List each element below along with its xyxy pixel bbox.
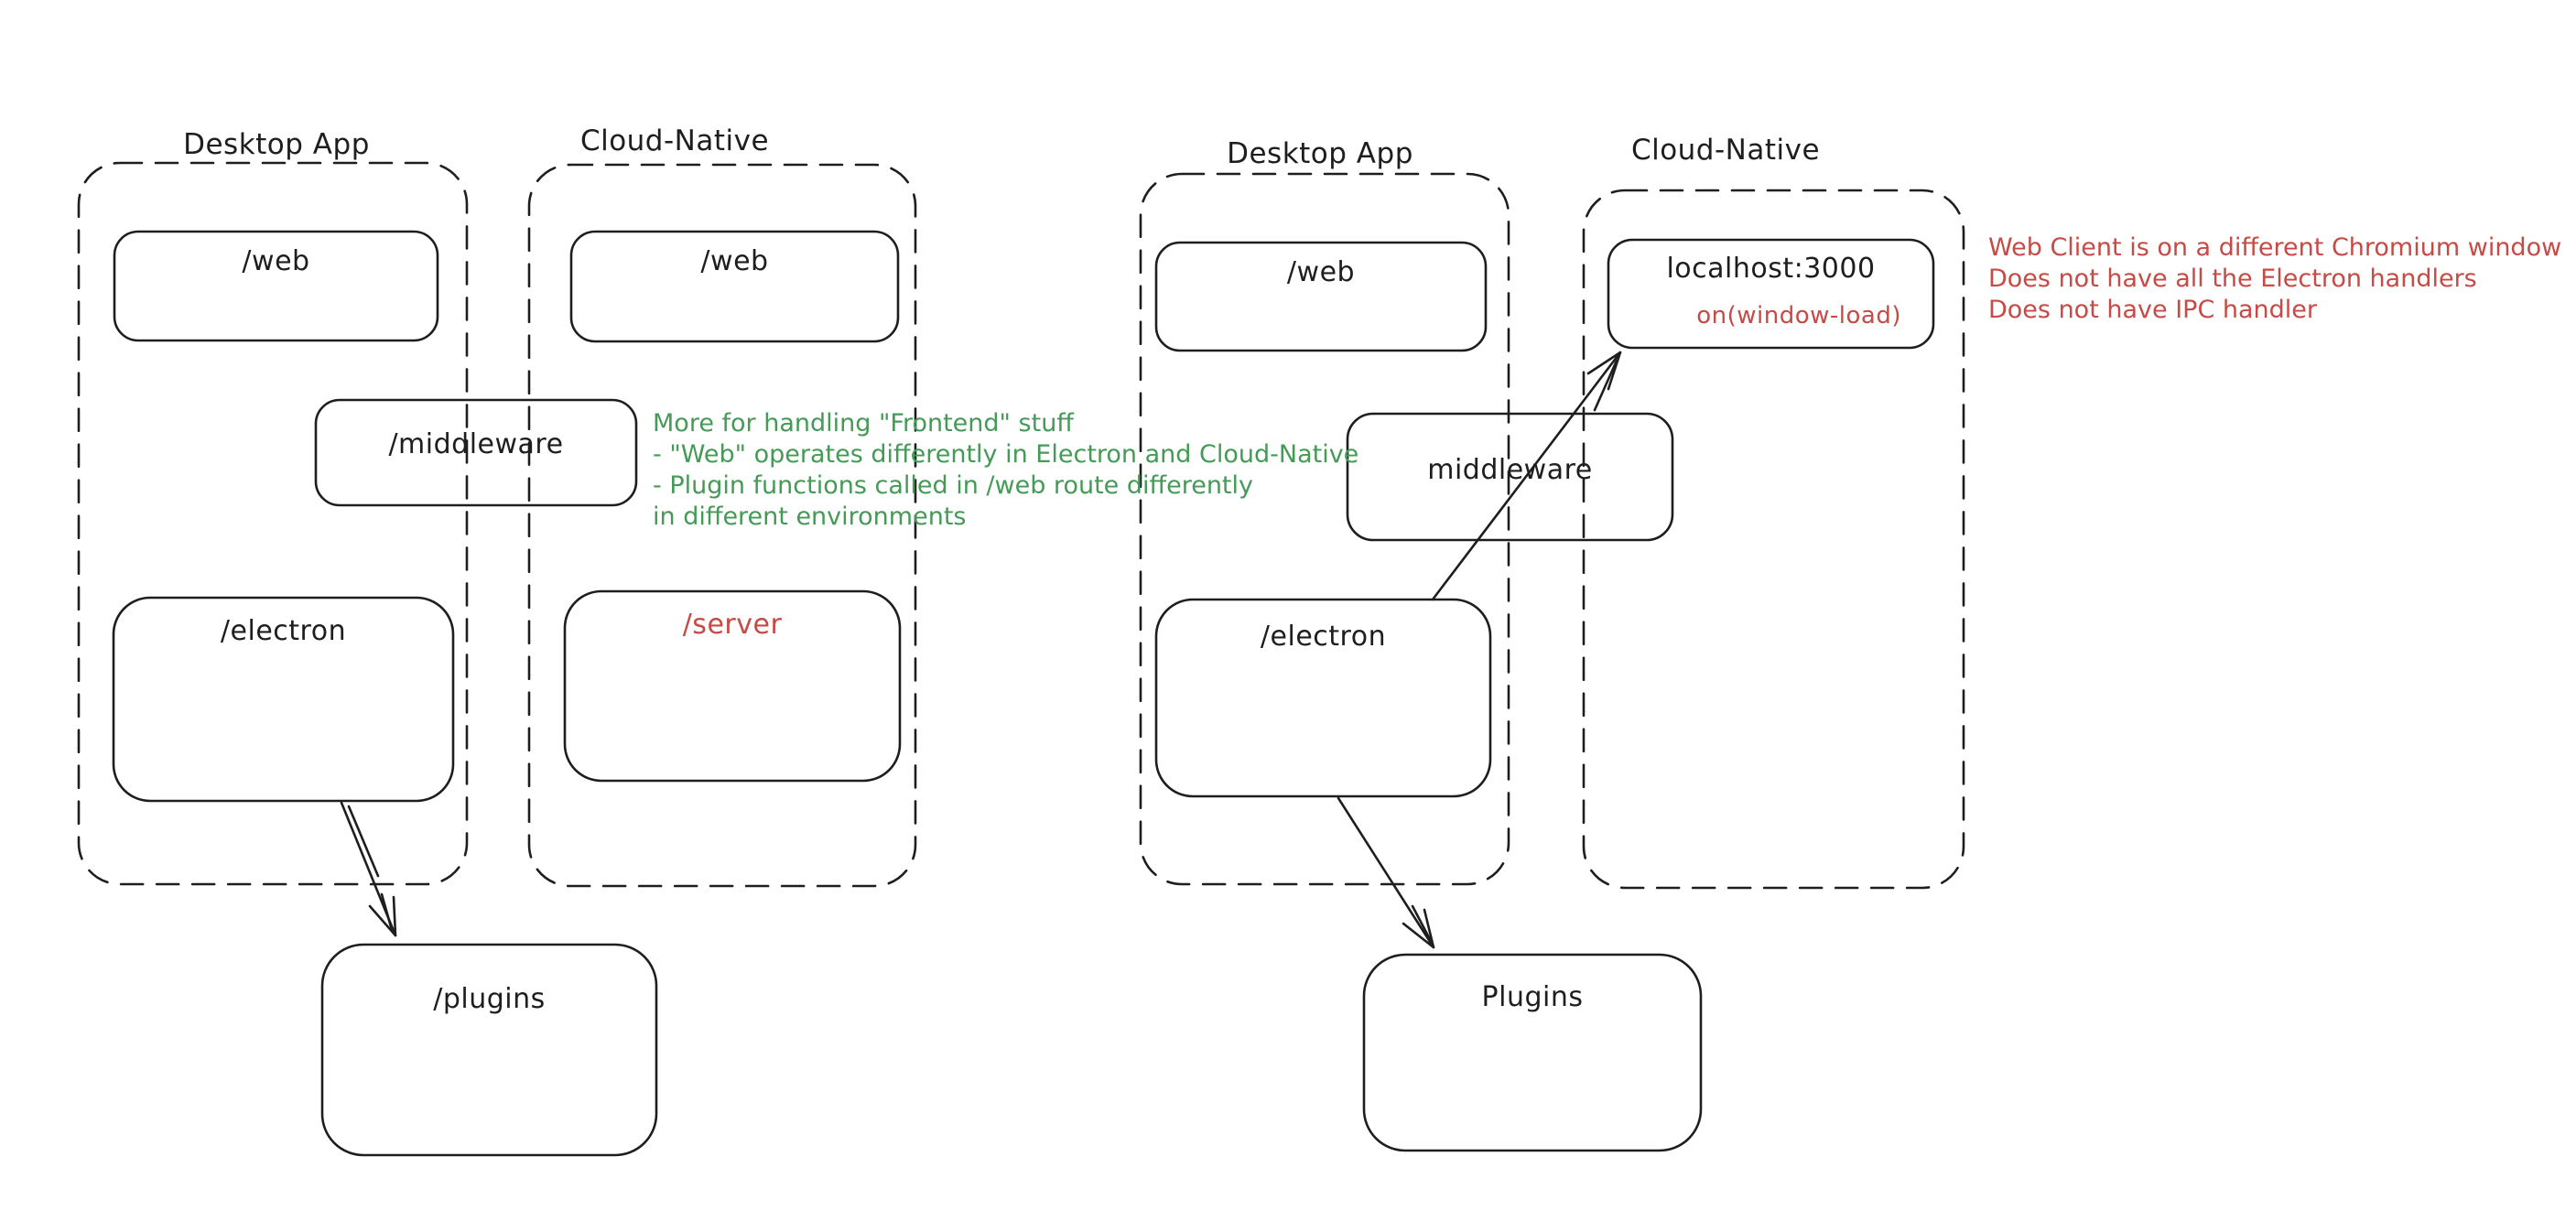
left-web-cloud-label: /web [700, 245, 769, 277]
left-server-box [563, 589, 902, 783]
right-web-desktop-box [1154, 241, 1488, 352]
green-note-line-2: - "Web" operates differently in Electron… [653, 440, 1359, 469]
left-plugins-label: /plugins [433, 983, 546, 1015]
arrow-right-electron-to-localhost-head [1586, 351, 1622, 391]
left-middleware-label: /middleware [388, 428, 564, 460]
red-note-line-2: Does not have all the Electron handlers [1988, 265, 2477, 293]
right-plugins-label: Plugins [1481, 981, 1584, 1013]
arrow-right-electron-to-localhost [1431, 351, 1622, 601]
right-plugins-box [1362, 953, 1703, 1152]
left-web-desktop-label: /web [242, 245, 310, 277]
arrow-right-electron-to-plugins-head [1402, 908, 1435, 949]
right-cloud-native-label: Cloud-Native [1630, 134, 1821, 167]
left-server-label: /server [682, 609, 783, 641]
left-cloud-native-container [527, 163, 917, 888]
green-note-line-3: - Plugin functions called in /web route … [653, 471, 1254, 500]
right-localhost-box [1607, 238, 1935, 350]
left-plugins-box [320, 943, 658, 1157]
left-desktop-app-container [77, 161, 469, 886]
red-note-line-3: Does not have IPC handler [1988, 296, 2318, 324]
right-electron-label: /electron [1260, 621, 1387, 653]
left-web-desktop-box [113, 230, 439, 342]
green-note-line-4: in different environments [653, 503, 967, 531]
left-web-cloud-box [569, 230, 900, 343]
right-localhost-label: localhost:3000 [1666, 253, 1876, 285]
left-cloud-native-label: Cloud-Native [579, 124, 770, 157]
arrow-left-electron-to-plugins-sketch-stroke [347, 805, 394, 932]
right-middleware-box [1346, 412, 1674, 542]
left-electron-box [112, 596, 455, 803]
left-electron-label: /electron [220, 615, 347, 647]
right-middleware-label: middleware [1427, 454, 1593, 486]
green-note-line-1: More for handling "Frontend" stuff [653, 409, 1074, 438]
left-middleware-box [314, 398, 638, 507]
arrow-right-electron-to-plugins-sketch-stroke [1411, 904, 1433, 943]
left-desktop-app-label: Desktop App [183, 128, 370, 161]
arrow-right-electron-to-localhost-sketch-stroke [1593, 359, 1618, 412]
red-note-line-1: Web Client is on a different Chromium wi… [1988, 233, 2562, 262]
green-annotation-note: More for handling "Frontend" stuff - "We… [653, 408, 1358, 533]
red-annotation-note: Web Client is on a different Chromium wi… [1988, 232, 2561, 326]
right-web-desktop-label: /web [1286, 256, 1356, 288]
right-electron-box [1154, 598, 1492, 798]
arrow-right-electron-to-plugins [1337, 796, 1435, 949]
right-desktop-app-label: Desktop App [1227, 137, 1413, 170]
right-cloud-native-container [1582, 189, 1965, 890]
right-on-window-load-label: on(window-load) [1696, 302, 1901, 330]
right-desktop-app-container [1139, 172, 1510, 886]
